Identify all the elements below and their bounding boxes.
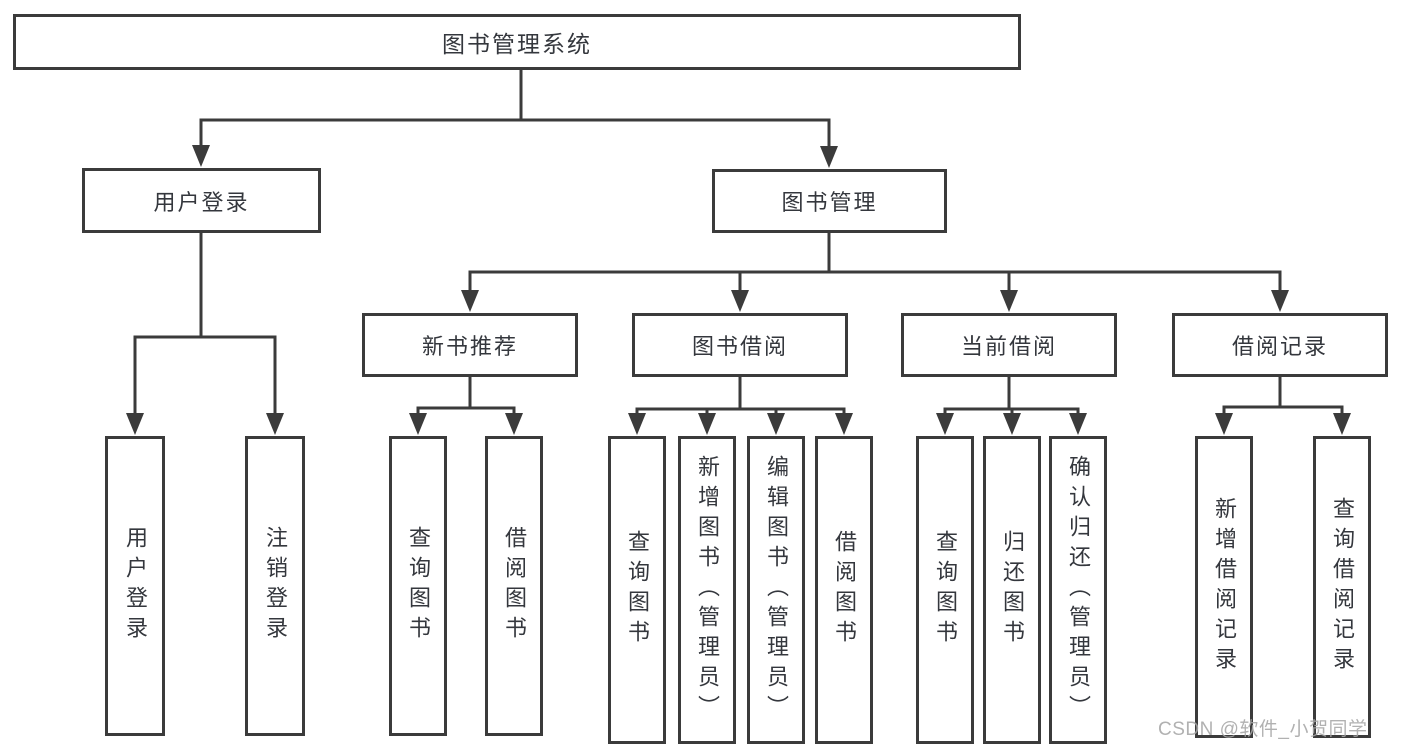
leaf-label: 编辑图书（管理员） xyxy=(764,455,789,725)
leaf-return-books: 归还图书 xyxy=(983,436,1041,744)
leaf-label: 借阅图书 xyxy=(832,530,857,650)
arrowheads xyxy=(126,145,1351,435)
leaf-edit-books-admin: 编辑图书（管理员） xyxy=(747,436,805,744)
node-book-borrowing: 图书借阅 xyxy=(632,313,848,377)
leaf-label: 查询图书 xyxy=(406,526,431,646)
leaf-add-borrow-record: 新增借阅记录 xyxy=(1195,436,1253,738)
leaf-borrow-books: 借阅图书 xyxy=(815,436,873,744)
leaf-query-borrow-record: 查询借阅记录 xyxy=(1313,436,1371,738)
node-library-management-system: 图书管理系统 xyxy=(13,14,1021,70)
csdn-watermark: CSDN @软件_小贺同学 xyxy=(1158,719,1368,740)
leaf-logout: 注销登录 xyxy=(245,436,305,736)
leaf-confirm-return-admin: 确认归还（管理员） xyxy=(1049,436,1107,744)
leaf-label: 借阅图书 xyxy=(502,526,527,646)
leaf-query-books-borrowing: 查询图书 xyxy=(608,436,666,744)
leaf-add-books-admin: 新增图书（管理员） xyxy=(678,436,736,744)
node-label: 图书借阅 xyxy=(691,334,788,359)
node-label: 借阅记录 xyxy=(1231,334,1328,359)
node-label: 用户登录 xyxy=(153,189,250,215)
leaf-label: 用户登录 xyxy=(123,526,148,646)
node-label: 图书管理 xyxy=(781,190,878,215)
leaf-user-login: 用户登录 xyxy=(105,436,165,736)
leaf-label: 查询图书 xyxy=(625,530,650,650)
leaf-label: 新增借阅记录 xyxy=(1212,497,1237,677)
node-label: 当前借阅 xyxy=(960,334,1057,359)
node-user-login: 用户登录 xyxy=(82,168,321,233)
node-label: 图书管理系统 xyxy=(442,31,592,57)
leaf-label: 新增图书（管理员） xyxy=(695,455,720,725)
leaf-borrow-books-recommend: 借阅图书 xyxy=(485,436,543,736)
leaf-query-books-current: 查询图书 xyxy=(916,436,974,744)
leaf-label: 查询图书 xyxy=(933,530,958,650)
node-borrowing-records: 借阅记录 xyxy=(1172,313,1388,377)
node-label: 新书推荐 xyxy=(421,334,518,359)
node-current-borrowing: 当前借阅 xyxy=(901,313,1117,377)
leaf-label: 查询借阅记录 xyxy=(1330,497,1355,677)
leaf-query-books-recommend: 查询图书 xyxy=(389,436,447,736)
node-new-book-recommend: 新书推荐 xyxy=(362,313,578,377)
leaf-label: 归还图书 xyxy=(1000,530,1025,650)
leaf-label: 注销登录 xyxy=(263,526,288,646)
node-book-management: 图书管理 xyxy=(712,169,947,233)
leaf-label: 确认归还（管理员） xyxy=(1066,455,1091,725)
